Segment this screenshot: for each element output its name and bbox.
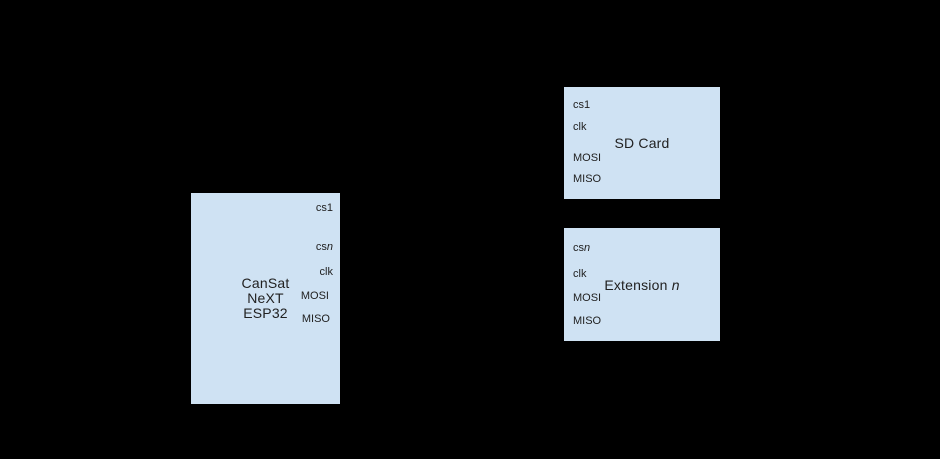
esp32-pin-miso: MISO [302,313,330,325]
pin-label-text: MOSI [573,292,602,304]
title-text: Extension [604,277,672,293]
esp32-title-line-3: ESP32 [243,305,288,321]
sd-card-title: SD Card [564,136,720,151]
esp32-pin-clk: clk [320,266,333,278]
esp32-pin-cs1: cs1 [316,202,333,214]
pin-label-text: MOSI [573,152,602,164]
sd-card-box: SD Card cs1 clk MOSI MISO [564,87,720,199]
pin-label-text: cs [573,242,584,254]
pin-label-text: MOSI [300,290,329,302]
pin-label-text: clk [573,268,587,280]
pin-label-text: cs1 [315,202,333,214]
extension-title: Extension n [564,278,720,293]
esp32-pin-csn: csn [316,241,333,253]
esp32-title: CanSat NeXT ESP32 [191,276,340,321]
title-text: SD Card [614,135,670,151]
pin-label-text: MISO [301,313,330,325]
sd-pin-cs1: cs1 [573,99,590,111]
ext-pin-mosi: MOSI [573,292,601,304]
pin-label-italic: n [326,241,333,253]
ext-pin-csn: csn [573,242,590,254]
ext-pin-miso: MISO [573,315,601,327]
cansat-next-esp32-box: CanSat NeXT ESP32 cs1 csn clk MOSI MISO [191,193,340,404]
pin-label-text: MISO [573,315,602,327]
pin-label-text: cs1 [573,99,591,111]
esp32-pin-mosi: MOSI [301,290,329,302]
esp32-title-line-1: CanSat [241,275,290,291]
title-italic: n [671,277,680,293]
ext-pin-clk: clk [573,268,586,280]
pin-label-text: MISO [573,173,602,185]
esp32-title-line-2: NeXT [247,290,284,306]
pin-label-italic: n [584,242,591,254]
extension-box: Extension n csn clk MOSI MISO [564,228,720,341]
sd-pin-clk: clk [573,121,586,133]
sd-pin-miso: MISO [573,173,601,185]
sd-pin-mosi: MOSI [573,152,601,164]
pin-label-text: clk [573,121,587,133]
pin-label-text: cs [315,241,327,253]
pin-label-text: clk [319,266,333,278]
